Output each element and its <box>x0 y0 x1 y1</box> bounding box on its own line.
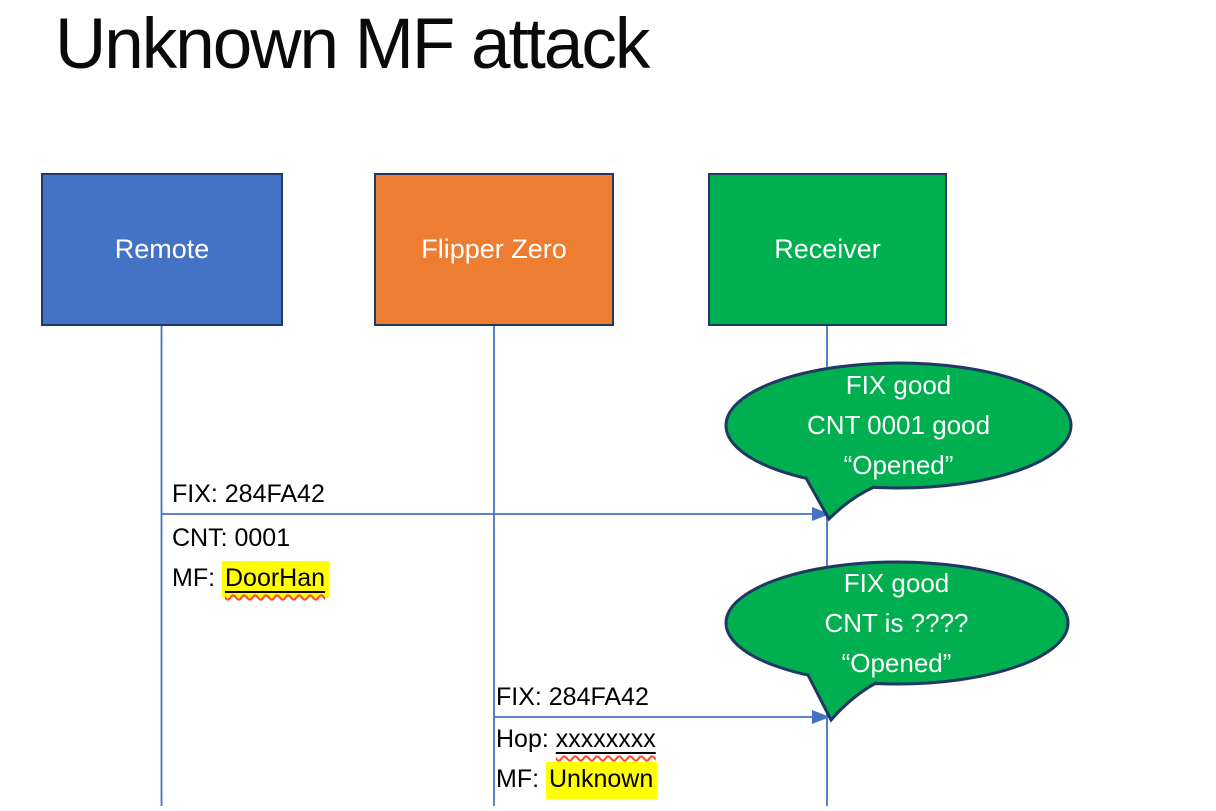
message-1-fix-label: FIX: 284FA42 <box>172 480 325 508</box>
actor-receiver-label: Receiver <box>774 234 881 264</box>
callout-1-text: FIX good CNT 0001 good “Opened” <box>726 365 1071 485</box>
callout-1-line-3: “Opened” <box>843 450 954 480</box>
callout-1-line-2: CNT 0001 good <box>806 410 991 440</box>
callout-2-text: FIX good CNT is ???? “Opened” <box>724 563 1069 683</box>
callout-1-tail-fill <box>806 454 874 519</box>
message-1-mf-highlight: DoorHan <box>222 561 330 598</box>
callout-2-line-2: CNT is ???? <box>824 608 969 638</box>
message-2-hop-prefix: Hop: <box>496 725 556 753</box>
message-2-mf-label: MF: Unknown <box>496 762 658 799</box>
message-2-hop-underline: xxxxxxxx <box>556 725 656 753</box>
callout-2-tail-outline <box>806 673 878 723</box>
callout-2-line-1: FIX good <box>843 568 950 598</box>
callout-2-bubble <box>724 560 1070 723</box>
callout-1-tail-outline <box>804 476 876 522</box>
message-2-fix-label: FIX: 284FA42 <box>496 683 649 711</box>
callout-1-line-1: FIX good <box>845 370 952 400</box>
callout-2-line-3: “Opened” <box>841 648 952 678</box>
message-2-arrowhead-icon <box>812 710 830 724</box>
callout-2-tail-fill <box>808 651 876 720</box>
message-1-arrowhead-icon <box>812 507 830 521</box>
actor-remote-box: Remote <box>41 173 283 326</box>
message-1-mf-value: DoorHan <box>225 564 326 592</box>
callout-1-bubble <box>724 361 1073 522</box>
message-2-hop-value: xxxxxxxx <box>555 725 656 753</box>
actor-flipper-zero-box: Flipper Zero <box>374 173 614 326</box>
message-2-mf-value: Unknown <box>546 762 658 799</box>
message-2-mf-prefix: MF: <box>496 765 546 793</box>
actor-flipper-zero-label: Flipper Zero <box>421 234 567 264</box>
actor-remote-label: Remote <box>114 234 210 264</box>
message-1-mf-label: MF: DoorHan <box>172 561 330 598</box>
slide-title: Unknown MF attack <box>55 5 650 84</box>
message-2-hop-label: Hop: xxxxxxxx <box>496 722 656 756</box>
message-1-mf-prefix: MF: <box>172 564 222 592</box>
actor-receiver-box: Receiver <box>708 173 947 326</box>
message-1-cnt-label: CNT: 0001 <box>172 524 291 552</box>
